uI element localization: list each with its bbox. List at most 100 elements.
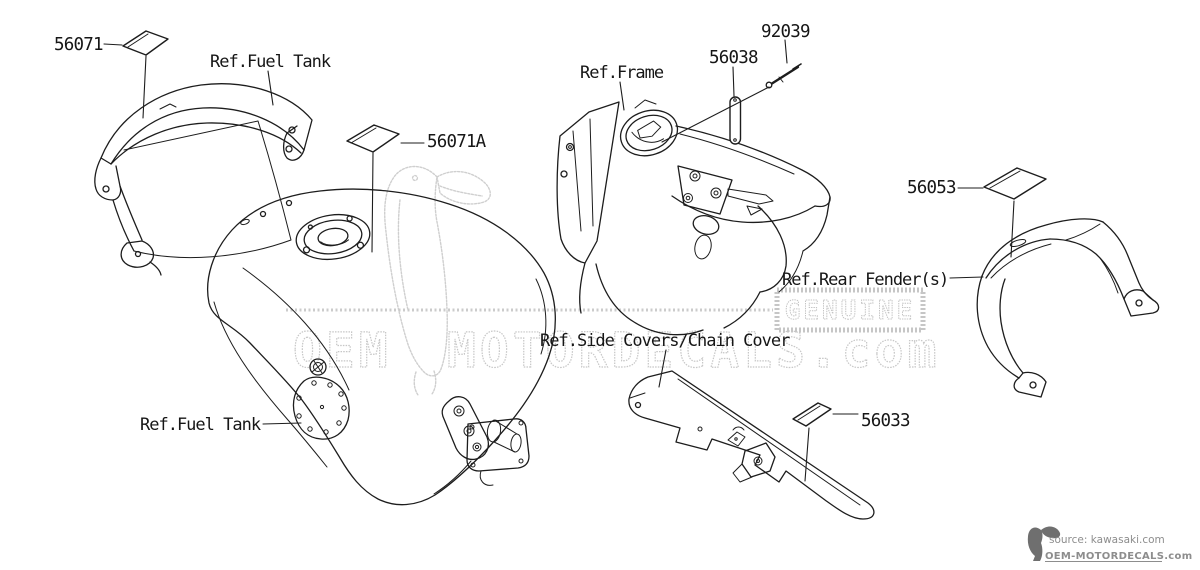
chain-cover-top-edge xyxy=(677,378,861,506)
fuel-pump-bolts xyxy=(296,380,347,435)
leader-56071-dash xyxy=(103,43,123,46)
fender-crease xyxy=(990,243,1052,279)
cover-creases xyxy=(123,120,292,259)
toucan-watermark-icon xyxy=(384,165,491,396)
decal-56053-sticker-icon xyxy=(983,167,1047,200)
strip-dot-top xyxy=(733,98,737,102)
cover-foot-tip xyxy=(149,261,162,276)
frame-slot-triangle xyxy=(746,205,763,216)
fender-left-arm xyxy=(976,275,1020,379)
frame-bolt xyxy=(565,142,575,152)
frame-right-curl xyxy=(778,250,804,293)
cover-bolt-hole xyxy=(288,126,296,134)
fender-left-foot xyxy=(1013,371,1047,398)
chain-cover-hole xyxy=(634,401,642,409)
part-number-56033: 56033 xyxy=(861,411,910,431)
toucan-beak xyxy=(436,170,491,205)
filler-cap xyxy=(295,213,371,261)
bracket-cylinder-rear xyxy=(510,433,522,453)
leader-ref-frame xyxy=(619,81,625,111)
toucan-logo-icon xyxy=(1027,526,1061,561)
frame-bolt-center xyxy=(568,145,572,149)
part-number-56053: 56053 xyxy=(907,178,956,198)
leader-56071a-drop xyxy=(371,152,374,253)
petcock-cap-outer xyxy=(309,358,327,376)
filler-cap-mid xyxy=(303,219,363,255)
filler-cap-bolt xyxy=(302,246,311,254)
bracket-cylinder-front xyxy=(486,419,502,443)
tank-bracket-holes xyxy=(453,405,482,452)
chain-cover-outline xyxy=(628,370,875,520)
ref-fuel-tank-bottom-label: Ref.Fuel Tank xyxy=(140,415,261,435)
filler-cap-inner xyxy=(317,227,349,247)
tank-left-seam xyxy=(213,301,328,468)
toucan-eye xyxy=(411,174,419,182)
cover-strut xyxy=(112,185,143,252)
watermark-site-left: OEM xyxy=(293,323,392,379)
strip-dot-bottom xyxy=(733,138,737,142)
cover-right-tab xyxy=(282,125,305,161)
tank-bracket-capsule xyxy=(441,396,490,461)
fender-arm-crease xyxy=(1099,257,1119,294)
cover-foot xyxy=(120,240,155,268)
petcock-cap-inner xyxy=(313,362,323,372)
cover-inner-edge xyxy=(110,122,302,165)
tank-crease xyxy=(242,267,350,391)
bracket-bolts xyxy=(469,420,524,468)
leader-lines xyxy=(103,39,1015,482)
frame-slot xyxy=(727,188,774,205)
frame-left-panel xyxy=(556,101,620,264)
fuel-pump-plate xyxy=(292,376,350,440)
part-number-56071a: 56071A xyxy=(427,132,487,152)
fender-foot-hole xyxy=(1135,299,1143,307)
rivet-92039-pin-icon xyxy=(765,63,802,89)
cover-bolt-hole xyxy=(285,145,293,153)
head-tube-arc xyxy=(631,131,665,143)
rear-fender-drawing xyxy=(976,218,1160,398)
decal-56071-sticker-icon xyxy=(122,30,169,56)
leader-56071-drop xyxy=(142,55,147,119)
bracket-washer xyxy=(753,456,763,466)
leader-ref-fuel-tank-bottom xyxy=(262,422,302,425)
callout-labels: 56071 Ref.Fuel Tank 56071A Ref.Frame 560… xyxy=(54,22,957,435)
frame-lower-hole xyxy=(694,234,712,260)
filler-cap-outer xyxy=(295,213,371,261)
tank-vent xyxy=(240,218,250,226)
frame-gusset xyxy=(677,165,733,215)
frame-drawing xyxy=(556,99,831,336)
leader-56053-drop xyxy=(1010,200,1015,258)
tank-rear-bracket xyxy=(466,418,530,472)
logo-body xyxy=(1027,527,1043,561)
toucan-body xyxy=(384,165,448,377)
filler-cap-bolt xyxy=(307,224,314,230)
fender-right-arm xyxy=(1102,221,1154,301)
fender-left-inner xyxy=(999,278,1024,374)
footer-site-text: OEM-MOTORDECALS.com xyxy=(1045,551,1192,562)
bracket-cylinder-lines xyxy=(493,419,518,453)
genuine-stamp-box xyxy=(774,287,926,333)
fender-tip-line xyxy=(1065,223,1101,241)
logo-beak xyxy=(1041,526,1061,539)
ref-fuel-tank-top-label: Ref.Fuel Tank xyxy=(210,52,331,72)
leader-56033-drop xyxy=(804,427,810,482)
filler-cap-detail xyxy=(320,239,350,246)
source-credit-text: source: kawasaki.com xyxy=(1049,534,1165,546)
leader-ref-fuel-tank-top xyxy=(267,70,274,106)
petcock-cap-cross xyxy=(311,360,325,374)
frame-bolt xyxy=(560,170,568,178)
frame-spar-right xyxy=(802,196,831,252)
head-tube-outer xyxy=(619,109,679,157)
fuel-tank-cover-drawing xyxy=(94,83,313,276)
cover-band xyxy=(100,83,313,165)
fender-inner-top xyxy=(985,238,1051,279)
chain-cover-flange xyxy=(629,392,646,399)
frame-panel-creases xyxy=(572,118,594,232)
bracket-washer-center xyxy=(756,459,760,463)
decal-56071-fold-line xyxy=(127,33,149,48)
part-number-92039: 92039 xyxy=(761,22,810,42)
frame-spar-top xyxy=(675,125,831,208)
filler-cap-bolt xyxy=(356,241,365,249)
ref-frame-label: Ref.Frame xyxy=(580,63,664,83)
